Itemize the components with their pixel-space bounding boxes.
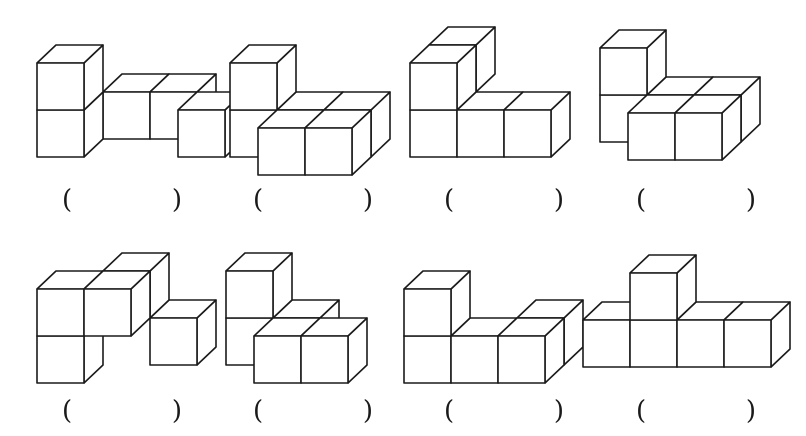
answer-blank-1[interactable]: ( ) <box>62 185 182 215</box>
answer-blank-6[interactable]: ( ) <box>253 396 373 426</box>
cube-front-face <box>409 109 458 158</box>
unit-cube <box>674 94 742 161</box>
blank-space[interactable] <box>474 185 534 215</box>
answer-blank-2[interactable]: ( ) <box>253 185 373 215</box>
unit-cube <box>409 44 477 111</box>
cube-front-face <box>304 127 353 176</box>
cube-front-face <box>36 62 85 111</box>
unit-cube <box>497 317 565 384</box>
close-paren: ) <box>553 185 564 215</box>
blank-space[interactable] <box>283 396 343 426</box>
unit-cube <box>503 91 571 158</box>
blank-space[interactable] <box>283 185 343 215</box>
open-paren: ( <box>62 185 73 215</box>
cube-front-face <box>403 288 452 337</box>
cube-front-face <box>723 319 772 368</box>
open-paren: ( <box>636 185 647 215</box>
close-paren: ) <box>553 396 564 426</box>
blank-space[interactable] <box>92 185 152 215</box>
close-paren: ) <box>745 185 756 215</box>
cube-front-face <box>503 109 552 158</box>
blank-space[interactable] <box>666 396 726 426</box>
cube-front-face <box>582 319 631 368</box>
cube-figure-2 <box>229 44 391 176</box>
blank-space[interactable] <box>474 396 534 426</box>
answer-blank-5[interactable]: ( ) <box>62 396 182 426</box>
cube-front-face <box>102 91 151 140</box>
cube-front-face <box>225 270 274 319</box>
answer-blank-7[interactable]: ( ) <box>444 396 564 426</box>
open-paren: ( <box>253 396 264 426</box>
unit-cube <box>723 301 791 368</box>
open-paren: ( <box>444 396 455 426</box>
unit-cube <box>229 44 297 111</box>
unit-cube <box>403 270 471 337</box>
cube-front-face <box>83 288 132 337</box>
unit-cube <box>304 109 372 176</box>
cube-front-face <box>36 288 85 337</box>
cube-front-face <box>599 47 648 96</box>
cube-front-face <box>456 109 505 158</box>
close-paren: ) <box>171 185 182 215</box>
cube-front-face <box>36 109 85 158</box>
cube-front-face <box>177 109 226 158</box>
close-paren: ) <box>745 396 756 426</box>
unit-cube <box>83 270 151 337</box>
cube-front-face <box>450 335 499 384</box>
answer-blank-8[interactable]: ( ) <box>636 396 756 426</box>
blank-space[interactable] <box>666 185 726 215</box>
cube-front-face <box>300 335 349 384</box>
cube-front-face <box>627 112 676 161</box>
open-paren: ( <box>62 396 73 426</box>
cube-front-face <box>676 319 725 368</box>
blank-space[interactable] <box>92 396 152 426</box>
cube-front-face <box>36 335 85 384</box>
cube-front-face <box>253 335 302 384</box>
open-paren: ( <box>253 185 264 215</box>
cube-figure-4 <box>599 29 761 161</box>
unit-cube <box>599 29 667 96</box>
close-paren: ) <box>171 396 182 426</box>
cube-front-face <box>674 112 723 161</box>
cube-front-face <box>403 335 452 384</box>
unit-cube <box>36 44 104 111</box>
close-paren: ) <box>362 396 373 426</box>
answer-blank-4[interactable]: ( ) <box>636 185 756 215</box>
cube-figure-6 <box>225 252 368 384</box>
cube-front-face <box>149 317 198 366</box>
cube-front-face <box>409 62 458 111</box>
cube-front-face <box>229 62 278 111</box>
cube-front-face <box>629 272 678 321</box>
cube-front-face <box>497 335 546 384</box>
unit-cube <box>225 252 293 319</box>
cube-figure-5 <box>36 252 217 384</box>
answer-blank-3[interactable]: ( ) <box>444 185 564 215</box>
cube-figure-3 <box>409 26 571 158</box>
unit-cube <box>149 299 217 366</box>
close-paren: ) <box>362 185 373 215</box>
unit-cube <box>629 254 697 321</box>
cube-figure-8 <box>582 254 791 368</box>
cube-front-face <box>257 127 306 176</box>
cube-figure-7 <box>403 270 584 384</box>
unit-cube <box>300 317 368 384</box>
cube-figure-1 <box>36 44 245 158</box>
cube-front-face <box>629 319 678 368</box>
open-paren: ( <box>444 185 455 215</box>
open-paren: ( <box>636 396 647 426</box>
